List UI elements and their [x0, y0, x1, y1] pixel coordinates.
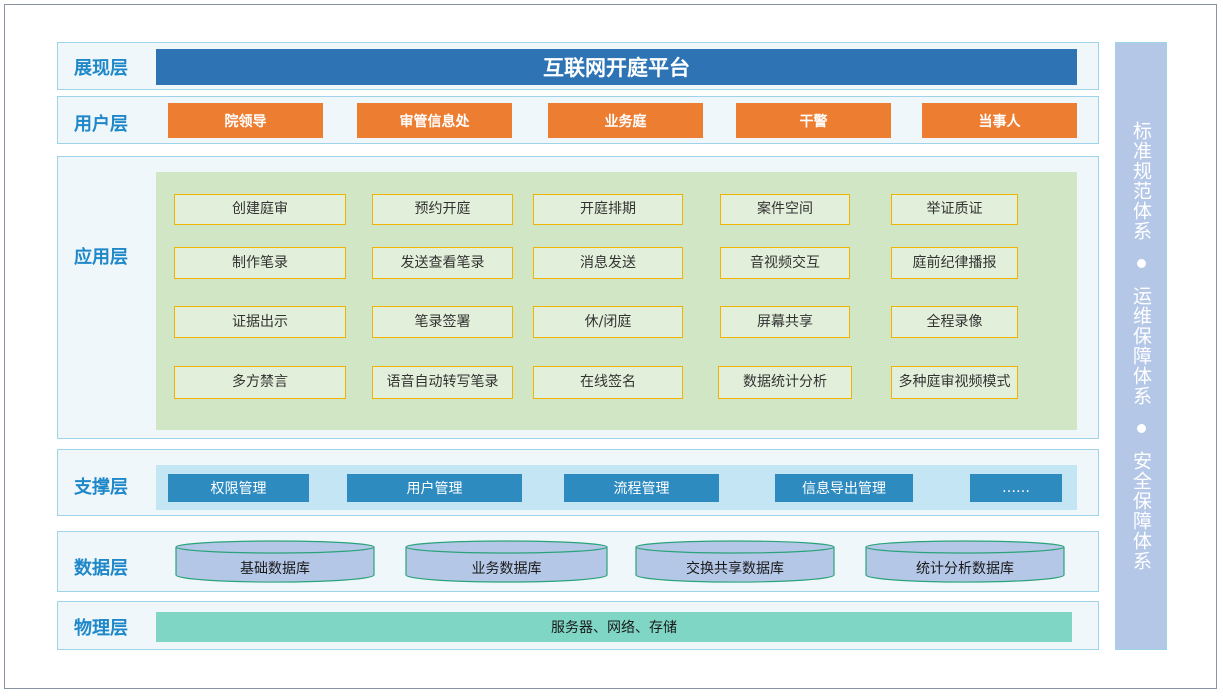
- database-basic-label: 基础数据库: [240, 561, 310, 577]
- app-screen-share: 屏幕共享: [720, 306, 850, 338]
- application-layer-label: 应用层: [74, 247, 128, 268]
- app-send-view-record: 发送查看笔录: [372, 247, 513, 279]
- physical-layer: 物理层 服务器、网络、存储: [57, 601, 1099, 650]
- user-layer-label: 用户层: [74, 114, 128, 135]
- app-speech-transcribe: 语音自动转写笔录: [372, 366, 513, 399]
- database-basic-icon: [175, 540, 375, 583]
- database-exchange-label: 交换共享数据库: [686, 561, 784, 577]
- user-role-party: 当事人: [922, 103, 1077, 138]
- standards-system: 标准规范体系: [1130, 121, 1152, 241]
- separator-dot: [1136, 424, 1146, 433]
- platform-title: 互联网开庭平台: [156, 49, 1077, 85]
- application-area: 创建庭审 预约开庭 开庭排期 案件空间 举证质证 制作笔录 发送查看笔录 消息发…: [156, 172, 1077, 430]
- user-role-audit-office: 审管信息处: [357, 103, 512, 138]
- database-statistics-icon: [865, 540, 1065, 583]
- physical-layer-label: 物理层: [74, 618, 128, 639]
- app-make-record: 制作笔录: [174, 247, 346, 279]
- data-layer: 数据层 基础数据库 业务数据库 交换共享数据库 统计分析数据库: [57, 531, 1099, 592]
- support-layer: 支撑层 权限管理 用户管理 流程管理 信息导出管理 ……: [57, 449, 1099, 516]
- presentation-layer: 展现层 互联网开庭平台: [57, 42, 1099, 90]
- data-layer-label: 数据层: [74, 558, 128, 579]
- app-case-space: 案件空间: [720, 194, 850, 225]
- app-av-interaction: 音视频交互: [720, 247, 850, 279]
- app-online-sign: 在线签名: [533, 366, 683, 399]
- database-statistics: 统计分析数据库: [865, 540, 1065, 584]
- support-more: ……: [970, 474, 1062, 502]
- physical-resources: 服务器、网络、存储: [156, 612, 1072, 642]
- support-layer-label: 支撑层: [74, 477, 128, 498]
- database-business: 业务数据库: [405, 540, 608, 584]
- app-full-recording: 全程录像: [891, 306, 1018, 338]
- presentation-layer-label: 展现层: [74, 58, 128, 79]
- app-evidence-show: 证据出示: [174, 306, 346, 338]
- support-user-mgmt: 用户管理: [347, 474, 522, 502]
- app-multi-mute: 多方禁言: [174, 366, 346, 399]
- user-role-leader: 院领导: [168, 103, 323, 138]
- application-grid: 创建庭审 预约开庭 开庭排期 案件空间 举证质证 制作笔录 发送查看笔录 消息发…: [156, 172, 1077, 430]
- app-stats-analysis: 数据统计分析: [718, 366, 852, 399]
- app-schedule-booking: 预约开庭: [372, 194, 513, 225]
- app-recess-close: 休/闭庭: [533, 306, 683, 338]
- database-exchange: 交换共享数据库: [635, 540, 835, 584]
- separator-dot: [1136, 259, 1146, 268]
- user-role-officer: 干警: [736, 103, 891, 138]
- app-evidence-cross: 举证质证: [891, 194, 1018, 225]
- database-basic: 基础数据库: [175, 540, 375, 584]
- app-record-sign: 笔录签署: [372, 306, 513, 338]
- app-discipline-broadcast: 庭前纪律播报: [891, 247, 1018, 279]
- app-message-send: 消息发送: [533, 247, 683, 279]
- database-business-icon: [405, 540, 608, 583]
- database-statistics-label: 统计分析数据库: [916, 561, 1014, 577]
- assurance-systems-panel: 标准规范体系 运维保障体系 安全保障体系: [1115, 42, 1167, 650]
- support-workflow: 流程管理: [564, 474, 719, 502]
- support-area: 权限管理 用户管理 流程管理 信息导出管理 ……: [156, 465, 1077, 510]
- support-export: 信息导出管理: [775, 474, 913, 502]
- database-business-label: 业务数据库: [471, 561, 542, 577]
- database-exchange-icon: [635, 540, 835, 583]
- operations-system: 运维保障体系: [1130, 286, 1152, 406]
- app-create-trial: 创建庭审: [174, 194, 346, 225]
- support-permission: 权限管理: [168, 474, 309, 502]
- app-video-modes: 多种庭审视频模式: [891, 366, 1018, 399]
- application-layer: 应用层 创建庭审 预约开庭 开庭排期 案件空间 举证质证 制作笔录 发送查看笔录…: [57, 156, 1099, 439]
- user-role-business-court: 业务庭: [548, 103, 703, 138]
- security-system: 安全保障体系: [1130, 451, 1152, 571]
- app-trial-scheduling: 开庭排期: [533, 194, 683, 225]
- user-layer: 用户层 院领导 审管信息处 业务庭 干警 当事人: [57, 96, 1099, 144]
